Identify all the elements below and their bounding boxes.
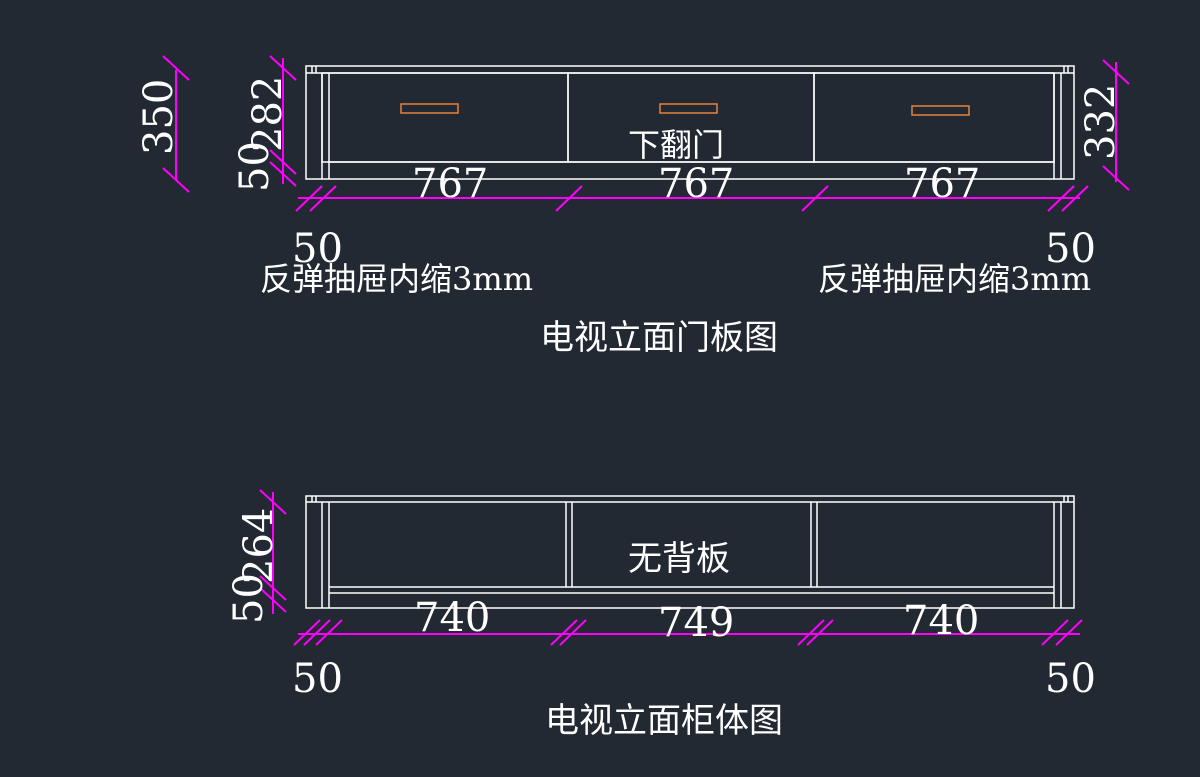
body-cabinet-outline xyxy=(305,495,1075,609)
handle-3 xyxy=(911,105,970,116)
front-width-3: 767 xyxy=(904,161,980,207)
front-width-2: 767 xyxy=(658,161,734,207)
door-height-dimension xyxy=(269,55,297,187)
front-side-right: 50 xyxy=(1045,226,1096,272)
body-view-title: 电视立面柜体图 xyxy=(545,701,783,741)
handle-1 xyxy=(400,103,459,114)
drawer-panel-3 xyxy=(813,72,1055,163)
door-label: 下翻门 xyxy=(628,126,724,164)
body-width-2: 749 xyxy=(658,600,734,646)
front-width-1: 767 xyxy=(412,161,488,207)
body-inner-height-label: 264 xyxy=(236,508,282,584)
body-side-left: 50 xyxy=(292,656,343,702)
front-drawer-panels xyxy=(321,72,1055,163)
front-side-left: 50 xyxy=(292,226,343,272)
body-side-right: 50 xyxy=(1045,656,1096,702)
drawer-handles xyxy=(400,103,970,116)
total-height-dimension xyxy=(162,55,190,193)
body-view: 无背板 740 749 740 264 50 50 50 电视立面柜体图 xyxy=(226,489,1096,741)
right-height-dimension xyxy=(1102,59,1130,191)
body-base-height-label: 50 xyxy=(226,573,272,624)
front-view-title: 电视立面门板图 xyxy=(540,318,778,358)
body-width-dimension xyxy=(293,619,1083,646)
body-width-1: 740 xyxy=(414,595,490,641)
body-label: 无背板 xyxy=(628,539,730,579)
front-view: 下翻门 767 767 767 350 282 50 xyxy=(136,55,1130,358)
note-right: 反弹抽屉内缩3mm xyxy=(818,260,1091,298)
total-height-label: 350 xyxy=(136,79,182,155)
front-width-dimension xyxy=(295,185,1089,212)
right-height-label: 332 xyxy=(1078,84,1124,160)
front-base-height-label: 50 xyxy=(232,141,278,192)
drawer-panel-1 xyxy=(321,72,569,163)
body-width-3: 740 xyxy=(903,598,979,644)
door-height-label: 282 xyxy=(245,76,291,152)
note-left: 反弹抽屉内缩3mm xyxy=(260,260,533,298)
body-height-dimension xyxy=(259,489,287,614)
handle-2 xyxy=(659,103,718,114)
